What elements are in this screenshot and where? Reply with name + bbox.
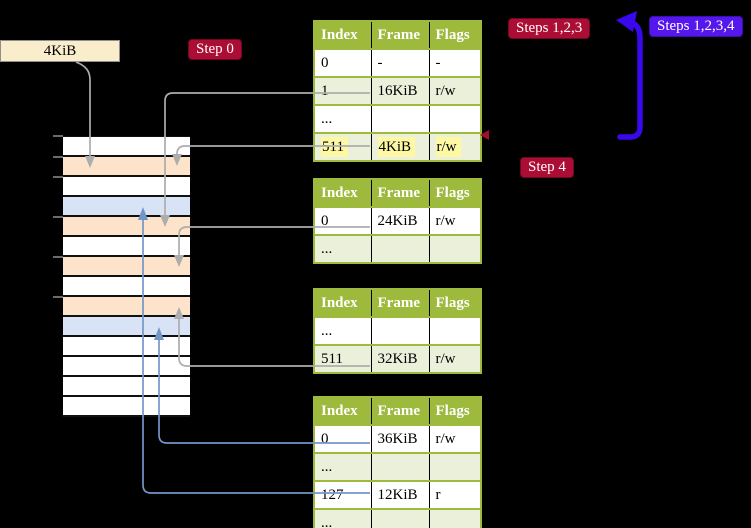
cell-index: ...: [314, 234, 371, 263]
memory-row: [63, 377, 190, 397]
cell-flags: [428, 104, 481, 133]
col-header-flags: Flags: [428, 397, 481, 425]
col-header-index: Index: [314, 397, 371, 425]
table-header-row: Index Frame Flags: [314, 397, 481, 425]
memory-row: [63, 157, 190, 177]
memory-row: [63, 297, 190, 317]
physical-memory-strip: [63, 136, 190, 417]
cell-frame: 36KiB: [370, 424, 429, 453]
cell-frame: -: [370, 48, 429, 77]
cell-index: 0: [314, 48, 371, 77]
badge-steps123: Steps 1,2,3: [508, 18, 591, 39]
table-header-row: Index Frame Flags: [314, 179, 481, 207]
highlighted-value: r/w: [435, 137, 461, 157]
table-row: 0 24KiB r/w: [314, 206, 481, 235]
cell-flags: r/w: [428, 206, 481, 235]
cell-index: ...: [314, 508, 371, 528]
cell-frame: [370, 316, 429, 345]
memory-row: [63, 197, 190, 217]
table-row: 0 36KiB r/w: [314, 424, 481, 453]
memory-row: [63, 257, 190, 277]
highlighted-value: 511: [321, 137, 348, 157]
cell-flags: r/w: [428, 132, 481, 161]
badge-steps1234: Steps 1,2,3,4: [649, 16, 743, 37]
cell-frame: 4KiB: [370, 132, 429, 161]
badge-step0: Step 0: [188, 39, 242, 60]
col-header-frame: Frame: [370, 179, 429, 207]
cell-index: 0: [314, 206, 371, 235]
highlighted-value: 4KiB: [377, 137, 416, 157]
cell-flags: [428, 508, 481, 528]
cell-index: 127: [314, 480, 371, 509]
cell-index: 1: [314, 76, 371, 105]
table-row: ...: [314, 316, 481, 345]
table-header-row: Index Frame Flags: [314, 289, 481, 317]
page-table-level1: Index Frame Flags 0 36KiB r/w ... 127 12…: [313, 396, 482, 528]
cell-index: ...: [314, 104, 371, 133]
cell-frame: 24KiB: [370, 206, 429, 235]
col-header-flags: Flags: [428, 179, 481, 207]
cell-index: 511: [314, 132, 371, 161]
memory-row: [63, 337, 190, 357]
cell-index: ...: [314, 452, 371, 481]
cell-flags: [428, 452, 481, 481]
page-table-level3: Index Frame Flags 0 24KiB r/w ...: [313, 178, 482, 264]
col-header-flags: Flags: [428, 289, 481, 317]
table-row: ...: [314, 452, 481, 481]
cell-flags: [428, 316, 481, 345]
table-row: ...: [314, 234, 481, 263]
cell-flags: -: [428, 48, 481, 77]
recursive-loop-arrowhead: [616, 11, 637, 32]
table-row: 1 16KiB r/w: [314, 76, 481, 105]
table-row: 127 12KiB r: [314, 480, 481, 509]
cell-frame: [370, 234, 429, 263]
badge-step4: Step 4: [520, 157, 574, 178]
memory-row: [63, 237, 190, 257]
recursive-loop-arrow: [617, 20, 643, 140]
memory-row: [63, 357, 190, 377]
page-table-level2: Index Frame Flags ... 511 32KiB r/w: [313, 288, 482, 374]
cr3-frame-box: 4KiB: [0, 40, 120, 62]
cell-frame: [370, 508, 429, 528]
table-row: ...: [314, 104, 481, 133]
cell-frame: 32KiB: [370, 344, 429, 373]
col-header-index: Index: [314, 21, 371, 49]
cell-flags: r/w: [428, 76, 481, 105]
table-row: 0 - -: [314, 48, 481, 77]
memory-row: [63, 217, 190, 237]
cell-flags: r: [428, 480, 481, 509]
col-header-frame: Frame: [370, 289, 429, 317]
cell-index: 0: [314, 424, 371, 453]
page-table-level4: Index Frame Flags 0 - - 1 16KiB r/w ... …: [313, 20, 482, 162]
memory-row: [63, 397, 190, 417]
cell-flags: r/w: [428, 424, 481, 453]
memory-row: [63, 277, 190, 297]
memory-address-ticks: [53, 135, 63, 298]
table-header-row: Index Frame Flags: [314, 21, 481, 49]
cell-flags: [428, 234, 481, 263]
col-header-flags: Flags: [428, 21, 481, 49]
memory-row: [63, 177, 190, 197]
table-row: 511 32KiB r/w: [314, 344, 481, 373]
cell-flags: r/w: [428, 344, 481, 373]
col-header-index: Index: [314, 289, 371, 317]
table-row: ...: [314, 508, 481, 528]
cell-frame: [370, 452, 429, 481]
table-row-recursive-entry: 511 4KiB r/w: [314, 132, 481, 161]
col-header-index: Index: [314, 179, 371, 207]
cell-frame: [370, 104, 429, 133]
col-header-frame: Frame: [370, 397, 429, 425]
cell-frame: 16KiB: [370, 76, 429, 105]
memory-row: [63, 317, 190, 337]
cell-frame: 12KiB: [370, 480, 429, 509]
col-header-frame: Frame: [370, 21, 429, 49]
memory-row: [63, 137, 190, 157]
cell-index: ...: [314, 316, 371, 345]
cell-index: 511: [314, 344, 371, 373]
